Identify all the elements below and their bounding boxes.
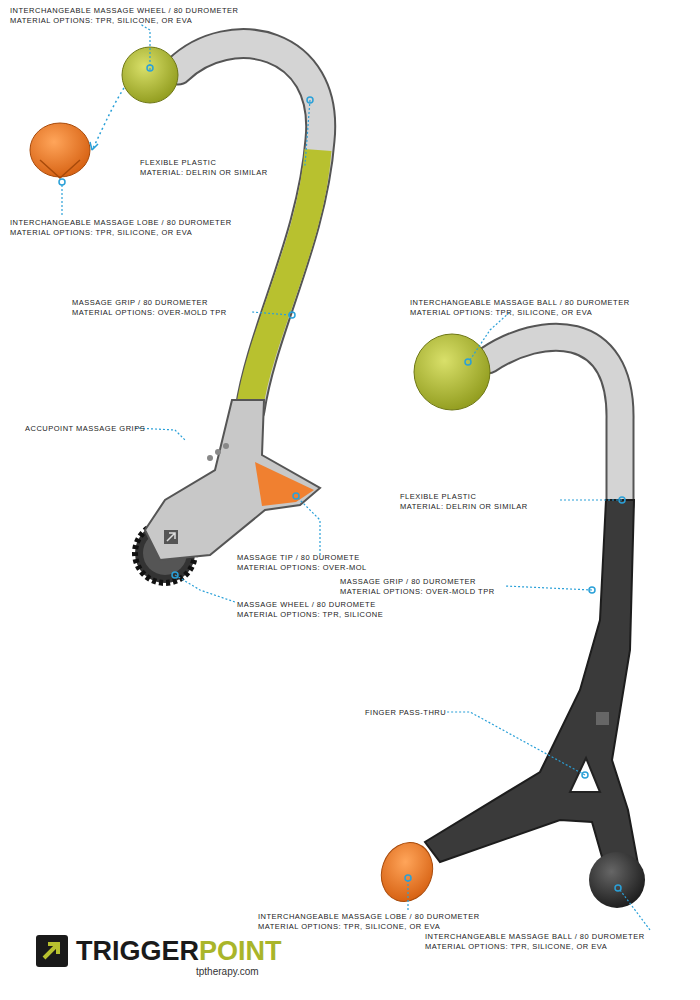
callout-label: MATERIAL OPTIONS: OVER-MOLD TPR bbox=[340, 587, 495, 596]
brand-logo: POINT bbox=[199, 936, 282, 966]
callout-label: MASSAGE WHEEL / 80 DUROMETE bbox=[237, 600, 376, 609]
callout-label: INTERCHANGEABLE MASSAGE LOBE / 80 DUROME… bbox=[10, 218, 232, 227]
callout-label: FINGER PASS-THRU bbox=[365, 708, 446, 717]
callout-label: FLEXIBLE PLASTIC bbox=[400, 492, 476, 501]
brand-logo: TRIGGER bbox=[76, 936, 199, 966]
callout-label: MASSAGE GRIP / 80 DUROMETER bbox=[72, 298, 208, 307]
callout-label: MATERIAL OPTIONS: TPR, SILICONE, OR EVA bbox=[258, 922, 440, 931]
callout-label: ACCUPOINT MASSAGE GRIPS bbox=[25, 424, 145, 433]
callout-label: MATERIAL OPTIONS: OVER-MOLD TPR bbox=[72, 308, 227, 317]
callout-label: MATERIAL OPTIONS: TPR, SILICONE, OR EVA bbox=[410, 308, 592, 317]
callout-label: MATERIAL OPTIONS: TPR, SILICONE bbox=[237, 610, 383, 619]
callout-label: MASSAGE GRIP / 80 DUROMETER bbox=[340, 577, 476, 586]
callout-label: MATERIAL OPTIONS: TPR, SILICONE, OR EVA bbox=[425, 942, 607, 951]
callout-label: MASSAGE TIP / 80 DUROMETE bbox=[237, 553, 360, 562]
callout-label: INTERCHANGEABLE MASSAGE BALL / 80 DUROME… bbox=[425, 932, 645, 941]
callout-label: INTERCHANGEABLE MASSAGE BALL / 80 DUROME… bbox=[410, 298, 630, 307]
callout-label: MATERIAL: DELRIN OR SIMILAR bbox=[140, 168, 268, 177]
callout-label: MATERIAL OPTIONS: TPR, SILICONE, OR EVA bbox=[10, 228, 192, 237]
callout-label: INTERCHANGEABLE MASSAGE WHEEL / 80 DUROM… bbox=[10, 6, 238, 15]
callout-label: INTERCHANGEABLE MASSAGE LOBE / 80 DUROME… bbox=[258, 912, 480, 921]
callout-label: MATERIAL OPTIONS: OVER-MOL bbox=[237, 563, 367, 572]
website: tptherapy.com bbox=[196, 966, 259, 978]
callout-label: MATERIAL OPTIONS: TPR, SILICONE, OR EVA bbox=[10, 16, 192, 25]
callout-label: MATERIAL: DELRIN OR SIMILAR bbox=[400, 502, 528, 511]
callout-label: FLEXIBLE PLASTIC bbox=[140, 158, 216, 167]
